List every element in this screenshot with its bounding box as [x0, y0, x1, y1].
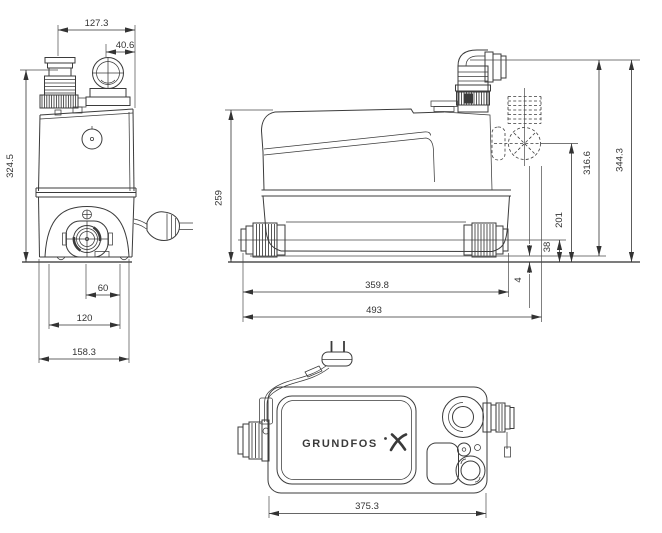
dim-front-base-width: 158.3 — [72, 347, 96, 358]
dim-side-inlet-center-height: 38 — [542, 242, 553, 253]
dim-side-outlet-height: 316.6 — [582, 151, 593, 175]
side-right-inlet-connector — [463, 222, 509, 258]
dim-side-base-clearance: 4 — [513, 277, 524, 282]
brand-logo: GRUNDFOS — [302, 433, 408, 452]
grundfos-x-symbol — [389, 433, 408, 452]
side-body — [238, 108, 566, 252]
top-view: GRUNDFOS — [237, 341, 515, 518]
front-discharge-pipe — [39, 57, 87, 109]
side-dimensions: 259 344.3 316.6 201 38 4 359.8 493 — [214, 59, 640, 322]
front-dimensions: 324.5 127.3 40.6 60 120 158.3 — [5, 18, 136, 363]
top-body — [267, 386, 488, 494]
side-discharge-elbow — [430, 49, 507, 113]
top-access-panel — [426, 442, 486, 486]
front-tank-body — [38, 106, 135, 192]
dim-side-body-height: 259 — [214, 190, 225, 206]
brand-logo-text: GRUNDFOS — [302, 438, 378, 450]
dim-side-optional-inlet-height: 201 — [554, 212, 565, 228]
side-left-inlet-connector — [240, 222, 286, 258]
side-optional-inlet-dashed — [491, 88, 542, 166]
registered-dot — [384, 437, 387, 440]
front-view: 324.5 127.3 40.6 60 120 158.3 — [5, 18, 193, 363]
front-lower-housing — [38, 196, 135, 261]
front-vent-port — [85, 57, 131, 106]
dim-side-total-length: 493 — [366, 305, 382, 316]
dim-front-total-height: 324.5 — [5, 154, 16, 178]
top-left-inlet-stub — [237, 419, 270, 462]
dim-front-port-span: 60 — [98, 283, 109, 294]
dim-front-top-width: 127.3 — [85, 18, 109, 29]
front-power-plug-icon — [133, 211, 193, 242]
dim-side-total-height: 344.3 — [615, 148, 626, 172]
top-discharge-loop — [442, 396, 484, 438]
top-right-outlet-connector — [482, 402, 515, 458]
side-view: 259 344.3 316.6 201 38 4 359.8 493 — [214, 49, 640, 322]
top-dimensions: 375.3 — [268, 493, 487, 518]
dim-side-body-length: 359.8 — [365, 280, 389, 291]
front-mid-band — [35, 187, 137, 198]
dim-front-mount-spacing: 120 — [77, 313, 93, 324]
dim-front-vent-offset: 40.6 — [116, 40, 135, 51]
dim-top-body-length: 375.3 — [355, 501, 379, 512]
